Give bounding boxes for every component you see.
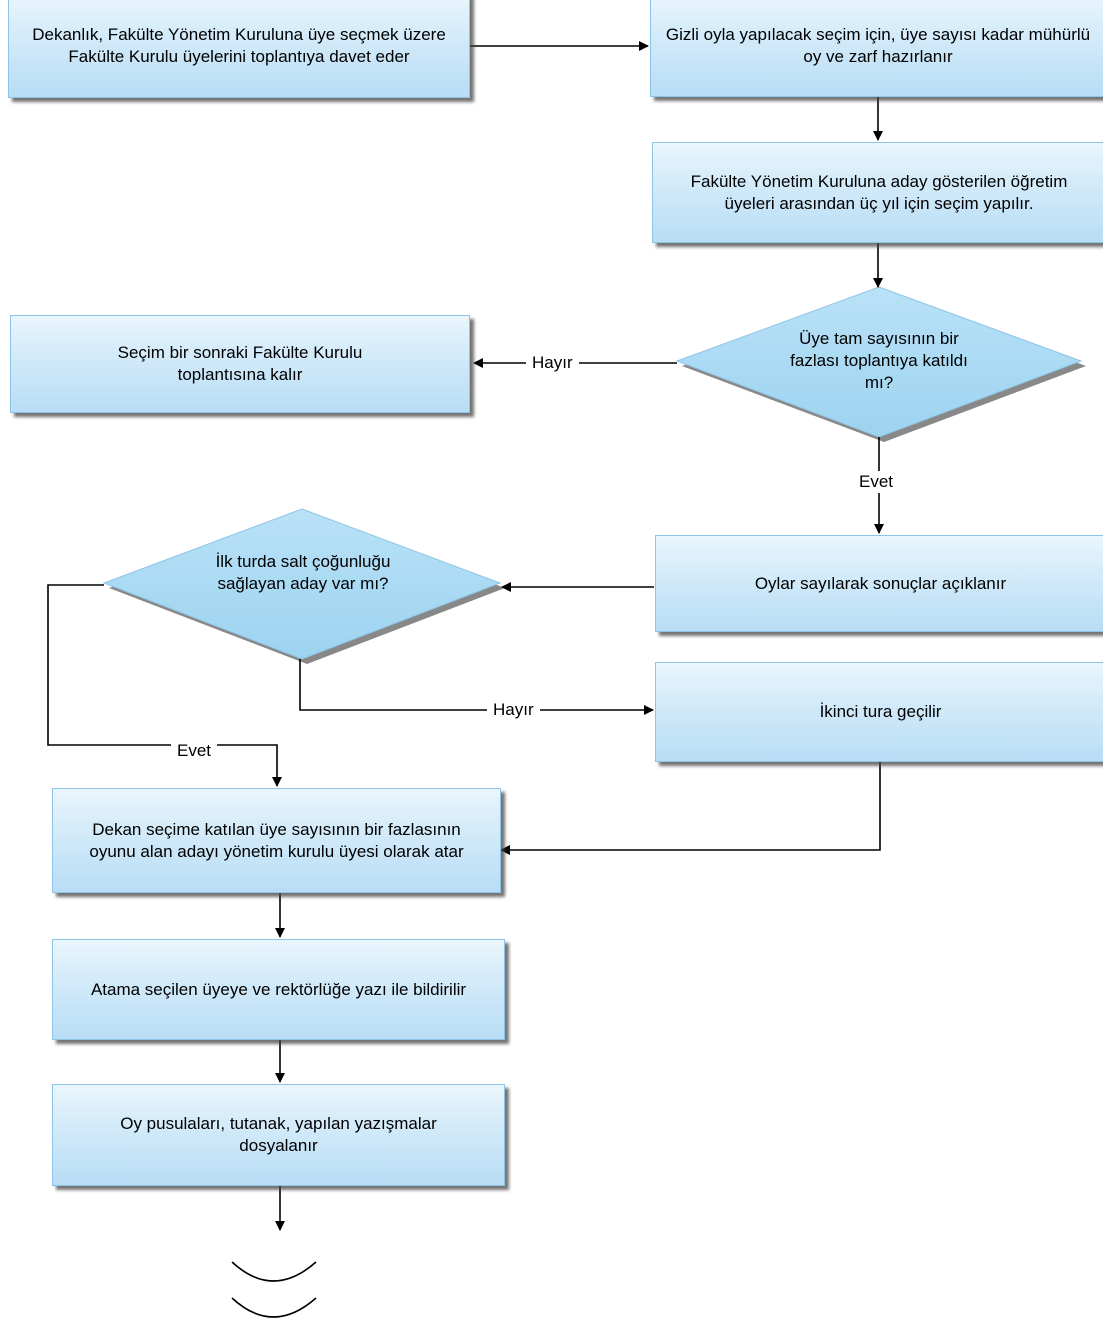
step-count-votes-text: Oylar sayılarak sonuçlar açıklanır [754,573,1007,593]
arrow-second-to-appoint [500,762,881,855]
end-connector-icon [231,1261,317,1318]
step-notify-box: Atama seçilen üyeye ve rektörlüğe yazı i… [52,939,505,1040]
decision-quorum-text: Üye tam sayısının bir fazlası toplantıya… [790,329,968,392]
step-count-votes-box: Oylar sayılarak sonuçlar açıklanır [655,535,1103,632]
arrow-majority-yes [47,584,282,787]
arrow-majority-no [299,659,654,715]
label-quorum-no: Hayır [526,352,579,374]
step-archive-box: Oy pusulaları, tutanak, yapılan yazışmal… [52,1084,505,1186]
step-second-round-box: İkinci tura geçilir [655,662,1103,762]
step-ballots-text: Gizli oyla yapılacak seçim için, üye say… [665,24,1091,66]
step-archive-text: Oy pusulaları, tutanak, yapılan yazışmal… [120,1114,437,1155]
step-ballots-box: Gizli oyla yapılacak seçim için, üye say… [650,0,1103,97]
label-majority-no: Hayır [487,699,540,721]
step-appoint-text: Dekan seçime katılan üye sayısının bir f… [89,819,464,861]
step-postpone-text: Seçim bir sonraki Fakülte Kurulu toplant… [117,343,363,384]
step-election-text: Fakülte Yönetim Kuruluna aday gösterilen… [690,171,1068,213]
step-invite-text: Dekanlık, Fakülte Yönetim Kuruluna üye s… [32,25,446,66]
step-postpone-box: Seçim bir sonraki Fakülte Kurulu toplant… [10,315,470,413]
step-invite-box: Dekanlık, Fakülte Yönetim Kuruluna üye s… [8,0,470,98]
decision-majority-diamond [102,508,502,660]
label-majority-yes: Evet [171,740,218,762]
label-quorum-yes: Evet [853,471,900,493]
decision-majority-text: İlk turda salt çoğunluğu sağlayan aday v… [215,552,391,593]
step-election-box: Fakülte Yönetim Kuruluna aday gösterilen… [652,142,1103,243]
step-appoint-box: Dekan seçime katılan üye sayısının bir f… [52,788,501,893]
step-notify-text: Atama seçilen üyeye ve rektörlüğe yazı i… [90,979,467,999]
step-second-round-text: İkinci tura geçilir [819,702,942,721]
